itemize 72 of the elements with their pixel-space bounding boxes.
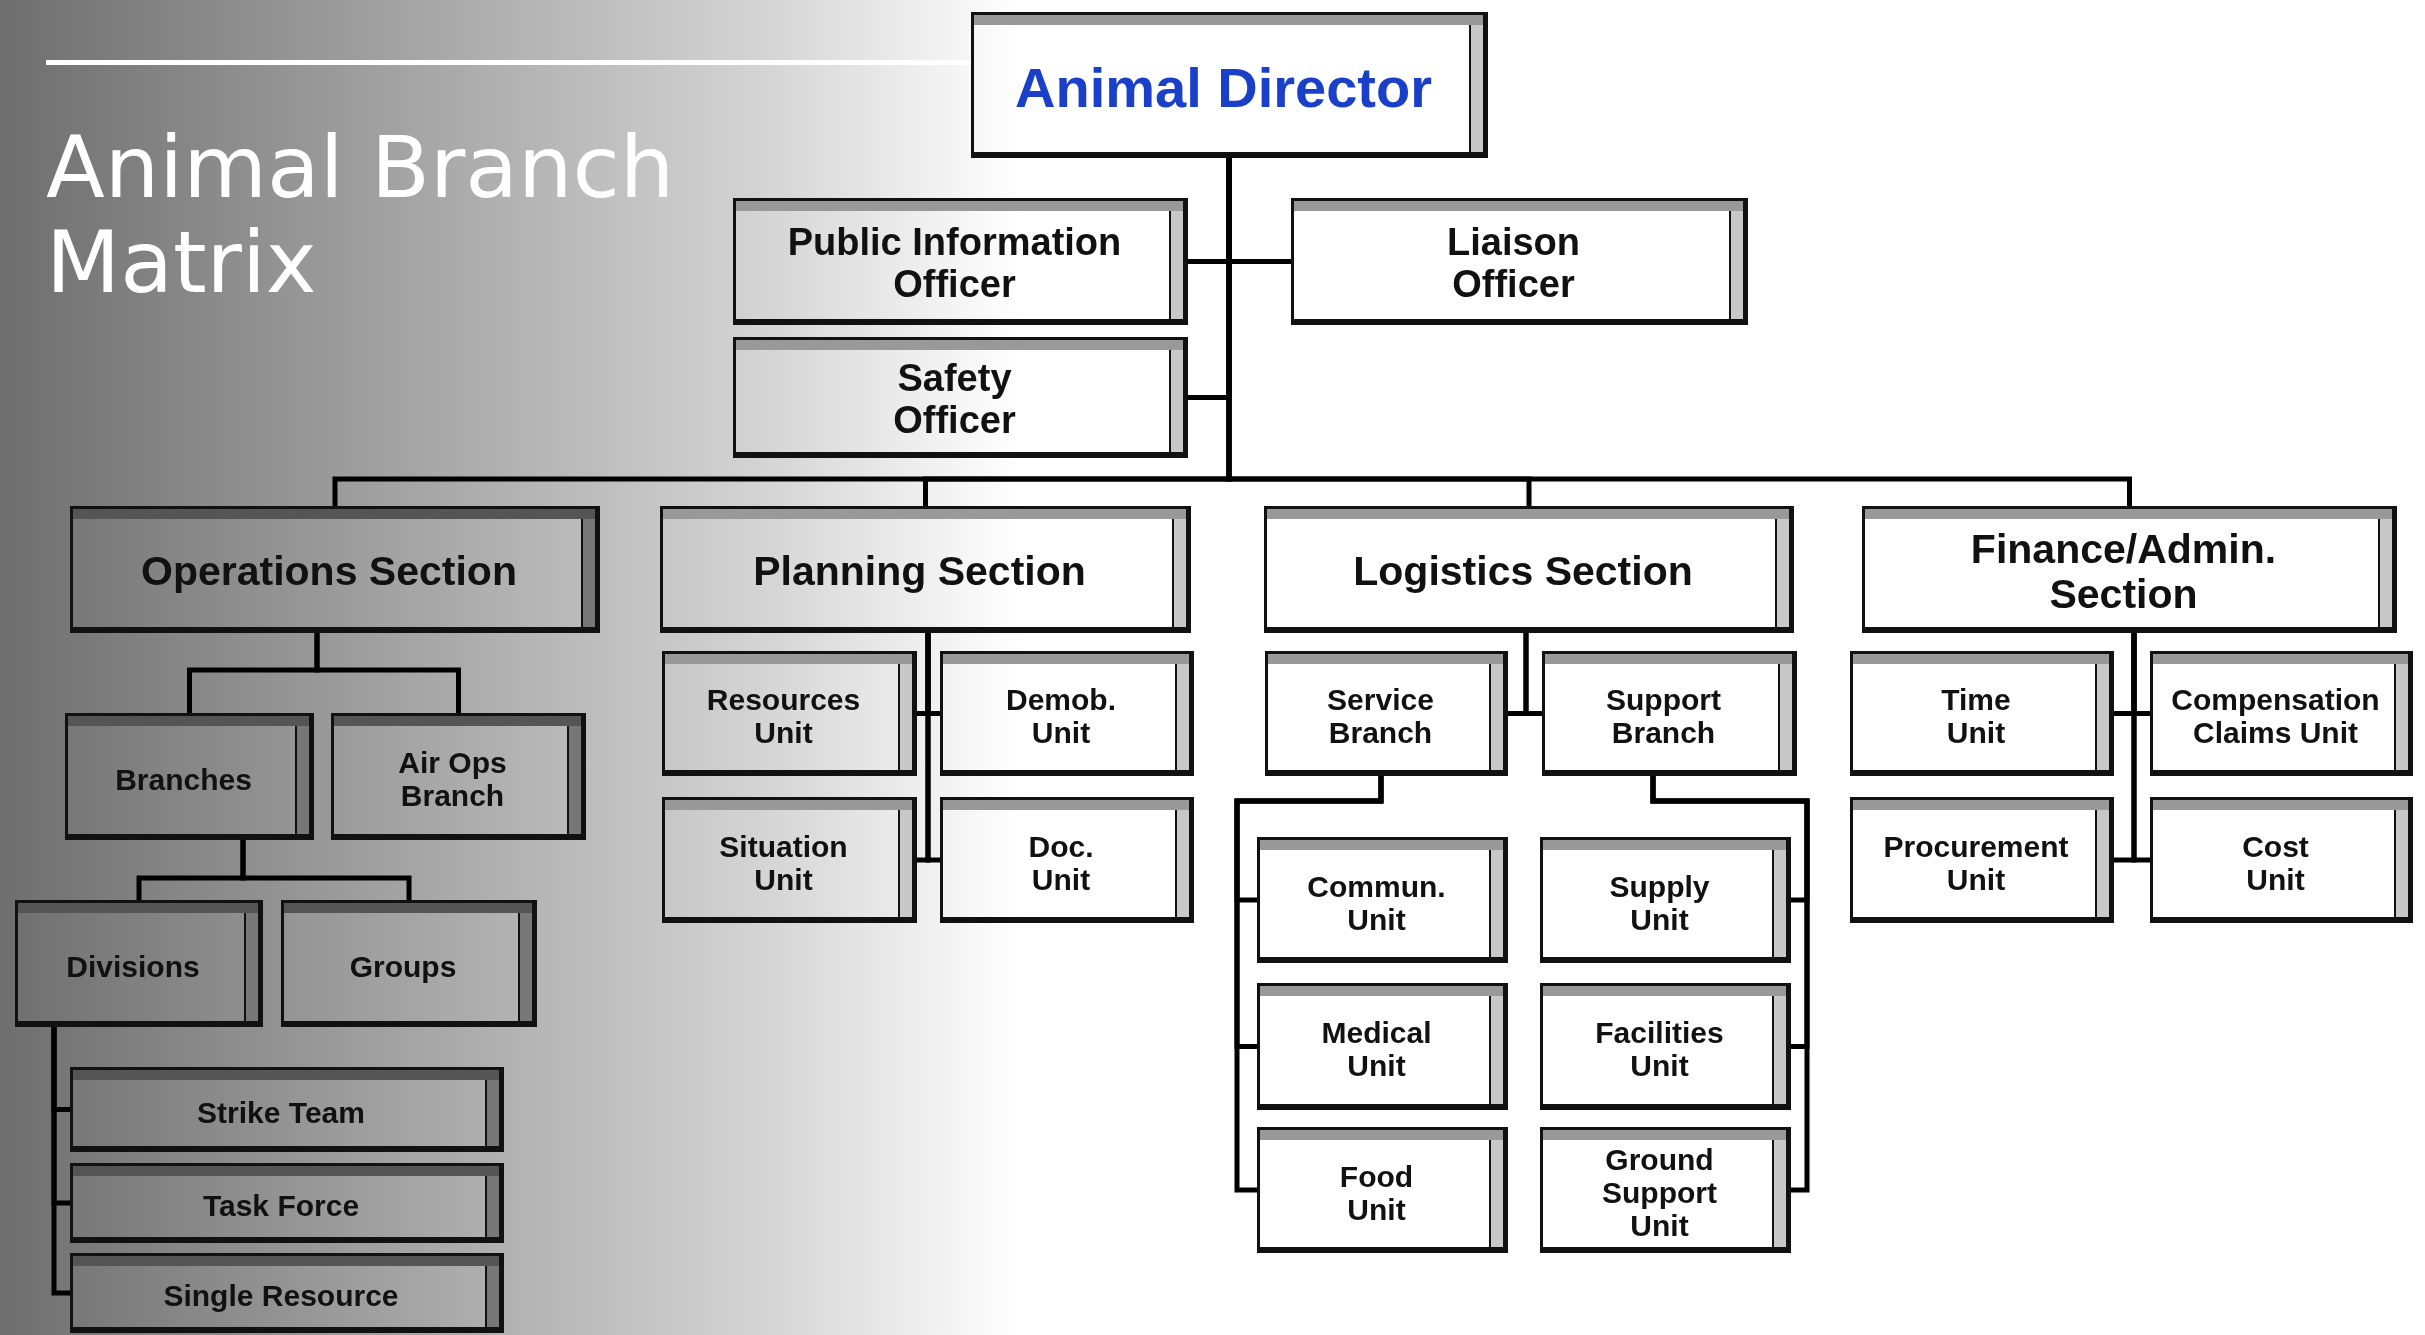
box-label: Doc. Unit <box>1027 829 1095 896</box>
box-label: Strike Team <box>197 1095 365 1129</box>
org-box <box>1542 651 1797 776</box>
box-label: Groups <box>349 949 457 983</box>
box-label: Supply Unit <box>1608 869 1711 936</box>
box-label: Compensation Claims Unit <box>2170 683 2381 749</box>
org-box <box>660 506 1191 633</box>
org-box <box>733 198 1188 325</box>
org-box <box>940 797 1194 923</box>
org-box <box>15 900 263 1027</box>
box-label: Air Ops Branch <box>397 746 508 812</box>
box-label: Operations Section <box>141 549 517 595</box>
box-label: Single Resource <box>163 1279 399 1312</box>
org-box <box>2150 797 2413 923</box>
connector-line <box>1523 633 1542 716</box>
connector-line <box>51 1027 70 1296</box>
org-box <box>281 900 537 1027</box>
box-label: Branches <box>115 762 252 796</box>
org-box <box>2150 651 2413 776</box>
box-label: Finance/Admin. Section <box>1969 526 2278 618</box>
box-label: Medical Unit <box>1320 1016 1433 1082</box>
org-box <box>971 12 1488 158</box>
org-box <box>940 651 1194 776</box>
box-label: Time Unit <box>1940 683 2012 749</box>
box-label: Procurement Unit <box>1882 829 2070 896</box>
org-box <box>1257 837 1508 963</box>
connector-line <box>1226 158 2132 506</box>
box-label: Food Unit <box>1338 1159 1415 1226</box>
org-box <box>70 1163 504 1243</box>
box-label: Animal Director <box>1015 56 1432 119</box>
box-label: Commun. Unit <box>1306 869 1447 936</box>
org-box <box>70 506 600 633</box>
box-label: Planning Section <box>753 549 1086 595</box>
org-box <box>733 337 1188 458</box>
org-box <box>65 713 314 840</box>
org-box <box>1850 651 2114 776</box>
box-label: Cost Unit <box>2241 829 2310 896</box>
box-label: Situation Unit <box>718 829 849 896</box>
connector-line <box>240 840 412 900</box>
box-label: Support Branch <box>1605 683 1722 749</box>
org-box <box>1291 198 1748 325</box>
org-box <box>70 1253 504 1333</box>
org-box <box>662 651 917 776</box>
connector-line <box>314 633 461 713</box>
connector-line <box>2131 633 2150 863</box>
box-label: Facilities Unit <box>1594 1016 1725 1082</box>
org-box <box>70 1067 504 1152</box>
connector-line <box>1234 776 1384 1193</box>
box-label: Demob. Unit <box>1005 683 1117 749</box>
box-label: Logistics Section <box>1353 549 1693 595</box>
org-box <box>1540 1127 1791 1253</box>
connector-line <box>925 633 940 863</box>
box-label: Resources Unit <box>705 683 862 749</box>
box-label: Public Information Officer <box>786 222 1123 306</box>
org-box <box>1257 1127 1508 1253</box>
box-label: Service Branch <box>1326 683 1435 749</box>
box-label: Safety Officer <box>892 358 1017 442</box>
org-box <box>331 713 586 840</box>
org-box <box>1264 506 1794 633</box>
org-box <box>1265 651 1508 776</box>
org-box <box>1257 983 1508 1110</box>
org-box <box>662 797 917 923</box>
box-label: Task Force <box>202 1189 360 1222</box>
org-box <box>1540 983 1791 1110</box>
org-box <box>1850 797 2114 923</box>
box-label: Divisions <box>66 949 200 983</box>
box-label: Liaison Officer <box>1446 222 1581 306</box>
box-label: Ground Support Unit <box>1601 1143 1718 1242</box>
org-box <box>1540 837 1791 963</box>
connector-line <box>1650 776 1810 1193</box>
slide-title: Animal Branch Matrix <box>46 120 676 310</box>
org-box <box>1862 506 2397 633</box>
